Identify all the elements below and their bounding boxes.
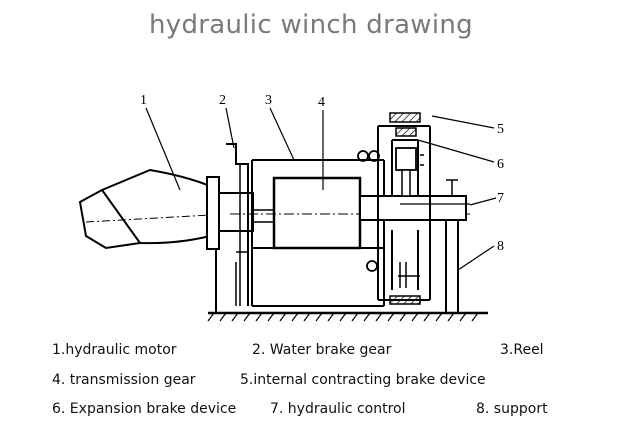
right-support — [445, 220, 459, 313]
bearing-bottom — [366, 260, 378, 272]
brake-housing — [377, 125, 431, 301]
legend-support: 8. support — [476, 401, 548, 417]
callout-4: 4 — [318, 95, 325, 110]
bearing-top-1 — [357, 150, 369, 162]
brake-pad-top — [389, 112, 421, 123]
transmission-gear — [272, 176, 362, 250]
legend-water-brake-gear: 2. Water brake gear — [252, 342, 392, 358]
legend-expansion-brake: 6. Expansion brake device — [52, 401, 237, 417]
diagram-title: hydraulic winch drawing — [149, 10, 473, 40]
legend-internal-brake: 5.internal contracting brake device — [240, 372, 486, 388]
callout-1: 1 — [140, 93, 147, 108]
legend-transmission-gear: 4. transmission gear — [52, 372, 196, 388]
motor-flange — [206, 176, 220, 250]
brake-pad-inner — [395, 127, 417, 137]
legend-reel: 3.Reel — [500, 342, 544, 358]
expansion-brake-cylinder — [395, 147, 417, 171]
legend-hydraulic-control: 7. hydraulic control — [270, 401, 406, 417]
callout-7: 7 — [497, 191, 504, 206]
callout-8: 8 — [497, 239, 504, 254]
callout-3: 3 — [265, 93, 272, 108]
callout-5: 5 — [497, 122, 504, 137]
brake-pad-bottom — [389, 295, 421, 305]
hydraulic-motor — [78, 168, 211, 250]
ground-hatch — [207, 312, 479, 322]
legend-hydraulic-motor: 1.hydraulic motor — [52, 342, 177, 358]
output-shaft — [359, 195, 467, 221]
callout-6: 6 — [497, 157, 504, 172]
hydraulic-control — [400, 179, 470, 205]
callout-2: 2 — [219, 93, 226, 108]
